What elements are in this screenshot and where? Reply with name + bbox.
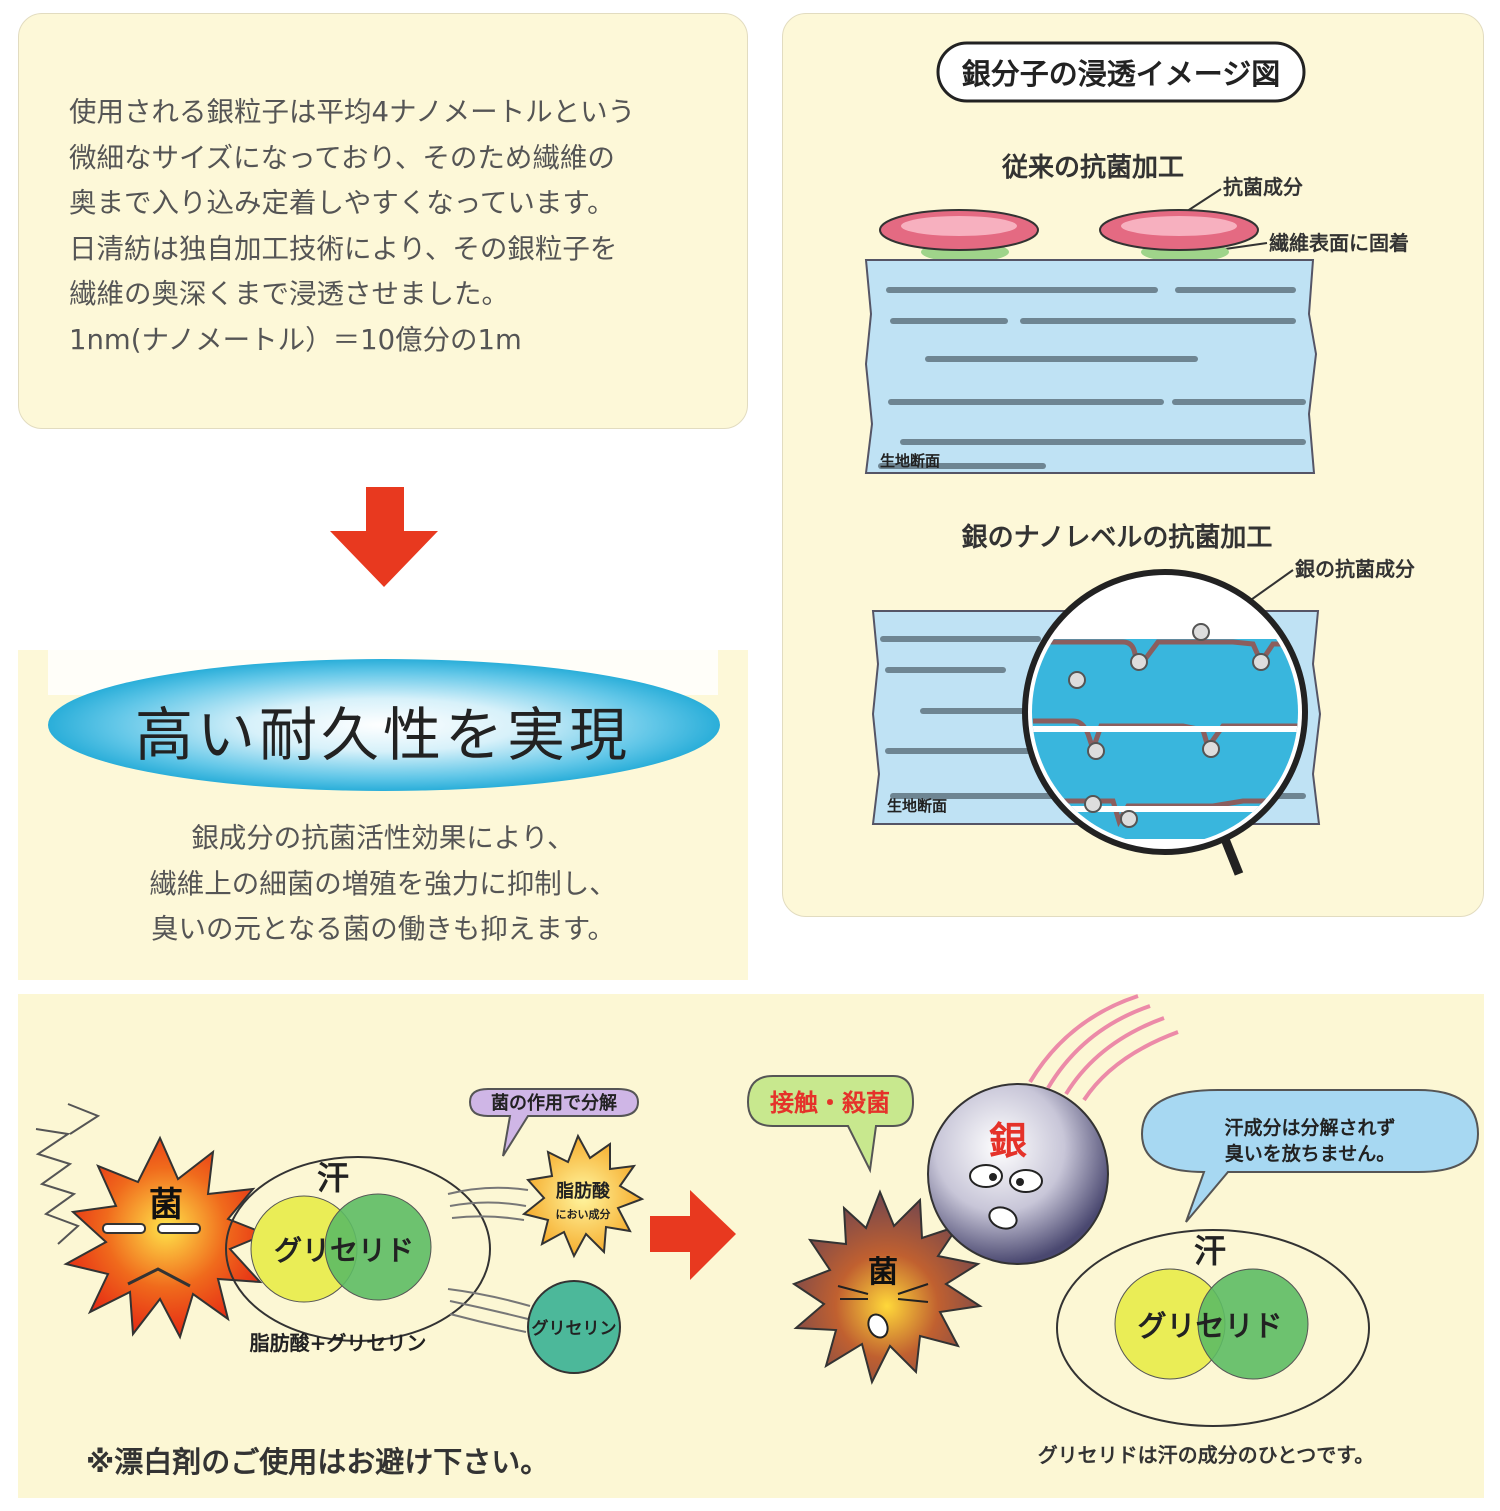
dying-germ-icon xyxy=(791,1189,983,1385)
label-antibacterial-agent: 抗菌成分 xyxy=(1223,175,1303,199)
motion-lines xyxy=(35,1103,101,1245)
no-odor-bubble xyxy=(1140,1089,1480,1223)
glyceride-circle-green xyxy=(1197,1268,1309,1380)
nano-heading: 銀のナノレベルの抗菌加工 xyxy=(962,522,1273,553)
germ-icon xyxy=(63,1135,269,1340)
intro-line: 日清紡は独自加工技術により、その銀粒子を xyxy=(69,232,618,265)
silver-label: 銀 xyxy=(989,1119,1027,1163)
sweat-label: 汗 xyxy=(317,1159,349,1197)
right-arrow-icon xyxy=(650,1190,736,1280)
radiating-arcs xyxy=(1028,994,1179,1102)
kill-bubble-text: 接触・殺菌 xyxy=(770,1089,890,1117)
glycerin-circle xyxy=(527,1280,621,1374)
glyceride-label: グリセリド xyxy=(1137,1309,1282,1343)
intro-line: 微細なサイズになっており、そのため繊維の xyxy=(69,141,615,174)
glyceride-label: グリセリド xyxy=(274,1234,414,1267)
intro-line: 1nm(ナノメートル）＝10億分の1m xyxy=(69,323,522,356)
left-caption: 脂肪酸+グリセリン xyxy=(250,1331,427,1355)
conventional-heading: 従来の抗菌加工 xyxy=(1001,152,1184,183)
germ-label: 菌 xyxy=(149,1185,183,1225)
dying-germ-label: 菌 xyxy=(868,1255,898,1290)
decompose-bubble-text: 菌の作用で分解 xyxy=(491,1092,617,1114)
durability-line: 臭いの元となる菌の働きも抑えます。 xyxy=(151,913,615,945)
mechanism-panel: 菌 汗 グリセリド 脂肪酸+グリセリン 菌の作用で分解 脂肪酸 におい成分 グリ… xyxy=(18,994,1484,1498)
sweat-label: 汗 xyxy=(1194,1232,1226,1270)
fabric-label: 生地断面 xyxy=(887,797,947,815)
intro-line: 繊維の奥深くまで浸透させました。 xyxy=(69,278,509,310)
decompose-bubble xyxy=(468,1088,640,1157)
sweat-ellipse xyxy=(225,1156,491,1342)
durability-title: 高い耐久性を実現 xyxy=(134,701,631,769)
sweat-ellipse xyxy=(1056,1229,1370,1427)
intro-text-box: 使用される銀粒子は平均4ナノメートルという 微細なサイズになっており、そのため繊… xyxy=(18,13,748,429)
bleach-note: ※漂白剤のご使用はお避け下さい。 xyxy=(86,1445,549,1479)
label-surface-fixed: 繊維表面に固着 xyxy=(1268,231,1409,255)
no-odor-line1: 汗成分は分解されず xyxy=(1224,1116,1395,1139)
down-arrow-icon xyxy=(330,487,438,587)
durability-body: 銀成分の抗菌活性効果により、 繊維上の細菌の増殖を強力に抑制し、 臭いの元となる… xyxy=(18,816,748,953)
durability-line: 繊維上の細菌の増殖を強力に抑制し、 xyxy=(149,867,617,900)
fatty-acid-label: 脂肪酸 xyxy=(556,1180,611,1202)
right-caption: グリセリドは汗の成分のひとつです。 xyxy=(1038,1443,1375,1467)
durability-panel: 高い耐久性を実現 銀成分の抗菌活性効果により、 繊維上の細菌の増殖を強力に抑制し… xyxy=(18,650,748,980)
penetration-figure-box: 銀分子の浸透イメージ図 従来の抗菌加工 抗菌成分 繊維表面に固着 生地断面 銀の… xyxy=(782,13,1484,917)
mechanism-diagram: 菌 汗 グリセリド 脂肪酸+グリセリン 菌の作用で分解 脂肪酸 におい成分 グリ… xyxy=(35,994,1480,1479)
intro-line: 奥まで入り込み定着しやすくなっています。 xyxy=(69,187,615,219)
figure-title-pill xyxy=(936,41,1306,103)
no-odor-line2: 臭いを放ちません。 xyxy=(1225,1142,1395,1165)
title-ellipse xyxy=(48,650,720,791)
kill-bubble xyxy=(746,1075,915,1174)
durability-line: 銀成分の抗菌活性効果により、 xyxy=(191,822,575,854)
odor-label: におい成分 xyxy=(556,1207,611,1221)
fabric-cross-section xyxy=(864,259,1318,474)
penetration-diagram: 銀分子の浸透イメージ図 従来の抗菌加工 抗菌成分 繊維表面に固着 生地断面 銀の… xyxy=(864,41,1415,876)
fabric-label: 生地断面 xyxy=(880,452,940,470)
label-silver-agent: 銀の抗菌成分 xyxy=(1295,557,1415,581)
fatty-acid-burst xyxy=(521,1133,645,1259)
figure-title: 銀分子の浸透イメージ図 xyxy=(962,57,1280,91)
glyceride-circle-green xyxy=(324,1193,432,1301)
intro-line: 使用される銀粒子は平均4ナノメートルという xyxy=(69,96,636,128)
glycerin-label: グリセリン xyxy=(532,1318,617,1339)
